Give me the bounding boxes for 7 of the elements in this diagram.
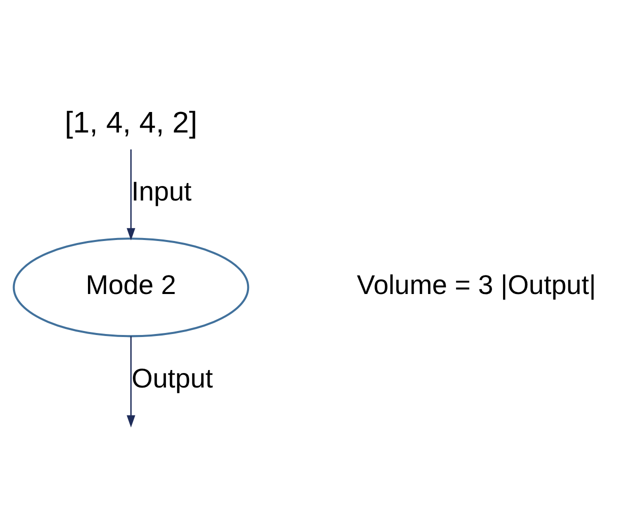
arrow [126,149,136,240]
arrow [126,336,136,428]
node-text: [1, 4, 4, 2] [64,106,198,140]
node-ellipse: Mode 2 [12,238,250,338]
edge-label: Input [131,176,192,207]
node-label: Volume = 3 |Output| [356,269,596,300]
edge-label: Output [132,362,213,394]
